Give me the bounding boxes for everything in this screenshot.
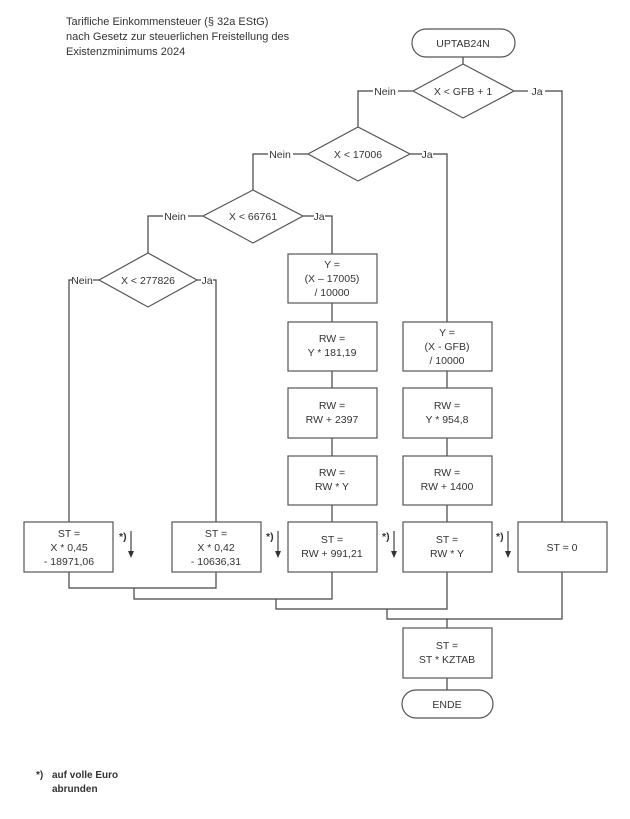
diagram-title: Tarifliche Einkommensteuer (§ 32a EStG) … [66,15,289,60]
process-line: RW + 2397 [306,414,359,426]
process-line: RW + 991,21 [301,548,363,560]
connector [68,572,217,589]
connector [275,572,448,610]
process-line: RW * Y [315,481,349,493]
process-line: ST = [58,528,80,540]
process-st-zone2: ST = RW + 991,21 [287,521,378,573]
footnote-line: abrunden [52,784,98,795]
process-line: ST * KZTAB [419,654,475,666]
yes-label: Ja [531,86,542,98]
process-line: Y * 954,8 [425,414,468,426]
process-zone1-rw2: RW = RW + 1400 [402,455,493,506]
rounding-mark: *) [119,531,127,543]
process-line: / 10000 [314,287,349,299]
arrow-head-icon [128,551,134,558]
process-line: (X – 17005) [305,273,360,285]
process-line: RW + 1400 [421,481,474,493]
decision-66761: X < 66761 [201,189,305,244]
rounding-mark: *) [496,531,504,543]
no-label: Nein [164,211,186,223]
connector [252,153,268,190]
process-line: RW = [319,467,345,479]
process-line: X * 0,45 [50,542,88,554]
rounding-note-zone4: *) [119,531,134,558]
process-st-zone1: ST = RW * Y [402,521,493,573]
no-label: Nein [374,86,396,98]
connectors [68,57,563,690]
title-line: Existenzminimums 2024 [66,46,186,58]
arrow-head-icon [505,551,511,558]
process-line: RW = [319,400,345,412]
process-line: ST = [436,640,458,652]
process-line: - 10636,31 [191,556,241,568]
process-line: - 18971,06 [44,556,94,568]
process-st-zero: ST = 0 [517,521,608,573]
connector [213,279,217,522]
process-zone2-y: Y = (X – 17005) / 10000 [287,253,378,304]
decision-text: X < GFB + 1 [434,86,493,98]
process-line: RW = [434,400,460,412]
process-line: / 10000 [429,355,464,367]
process-zone1-y: Y = (X - GFB) / 10000 [402,321,493,372]
connector [68,279,72,522]
decision-277826: X < 277826 [97,252,199,308]
process-line: Y = [439,327,455,339]
footnote: *) auf volle Euro abrunden [36,769,118,797]
process-line: ST = [436,534,458,546]
process-zone1-rw1: RW = Y * 954,8 [402,387,493,439]
process-st-zone3: ST = X * 0,42 - 10636,31 [171,521,262,573]
rounding-note-zone2: *) [382,531,397,558]
no-label: Nein [269,149,291,161]
no-label: Nein [71,275,93,287]
decision-text: X < 277826 [121,275,175,287]
rounding-note-zone1: *) [496,531,511,558]
connector [325,215,333,254]
rounding-note-zone3: *) [266,531,281,558]
start-label: UPTAB24N [436,38,490,50]
decision-text: X < 17006 [334,149,382,161]
connector [386,572,563,620]
rounding-mark: *) [266,531,274,543]
process-line: ST = 0 [546,542,577,554]
rounding-mark: *) [382,531,390,543]
process-line: Y * 181,19 [308,347,357,359]
process-line: RW = [319,333,345,345]
process-zone2-rw3: RW = RW * Y [287,455,378,506]
footnote-line: auf volle Euro [52,770,119,781]
start-terminator: UPTAB24N [411,28,516,58]
end-label: ENDE [432,699,461,711]
process-line: ST = [321,534,343,546]
process-line: ST = [205,528,227,540]
process-line: X * 0,42 [197,542,235,554]
decision-gfb: X < GFB + 1 [411,63,516,119]
title-line: nach Gesetz zur steuerlichen Freistellun… [66,31,290,43]
arrow-head-icon [391,551,397,558]
connector [147,215,163,253]
decision-text: X < 66761 [229,211,277,223]
connector [357,90,373,127]
connector [545,90,563,522]
process-st-zone4: ST = X * 0,45 - 18971,06 [23,521,114,573]
connector [433,153,448,322]
arrow-head-icon [275,551,281,558]
end-terminator: ENDE [401,689,494,719]
footnote-mark: *) [36,770,44,781]
process-line: Y = [324,259,340,271]
yes-label: Ja [421,149,432,161]
process-line: (X - GFB) [425,341,470,353]
decision-17006: X < 17006 [306,126,412,182]
yes-label: Ja [201,275,212,287]
process-st-final: ST = ST * KZTAB [402,627,493,679]
yes-label: Ja [313,211,324,223]
connector [133,572,333,600]
process-line: RW = [434,467,460,479]
process-line: RW * Y [430,548,464,560]
process-zone2-rw1: RW = Y * 181,19 [287,321,378,372]
process-zone2-rw2: RW = RW + 2397 [287,387,378,439]
title-line: Tarifliche Einkommensteuer (§ 32a EStG) [66,16,269,28]
